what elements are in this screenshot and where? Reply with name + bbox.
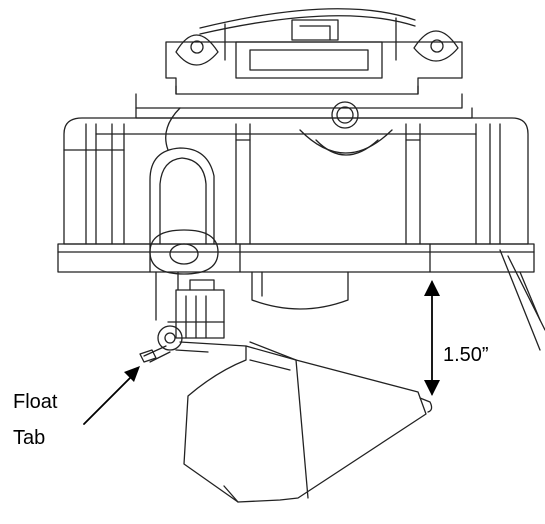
float-tab-label-line1: Float	[13, 391, 58, 413]
side-linkage	[499, 249, 545, 351]
needle-valve-assembly	[155, 271, 225, 339]
mounting-ear-right	[413, 30, 459, 62]
float-body	[183, 341, 433, 503]
lower-bowl	[251, 271, 349, 310]
float-tab-leader-arrow	[83, 366, 140, 425]
middle-plates	[135, 93, 473, 156]
mounting-ear-left	[175, 34, 219, 66]
dimension-label: 1.50”	[443, 344, 489, 366]
dimension-arrow	[424, 280, 440, 396]
top-housing	[165, 8, 463, 95]
base-flange	[57, 243, 535, 273]
oval-boss	[149, 229, 219, 275]
main-body	[63, 117, 529, 245]
float-tab-label-line2: Tab	[13, 427, 46, 449]
float-hinge-pivot	[143, 325, 247, 363]
float-tab	[139, 349, 157, 363]
